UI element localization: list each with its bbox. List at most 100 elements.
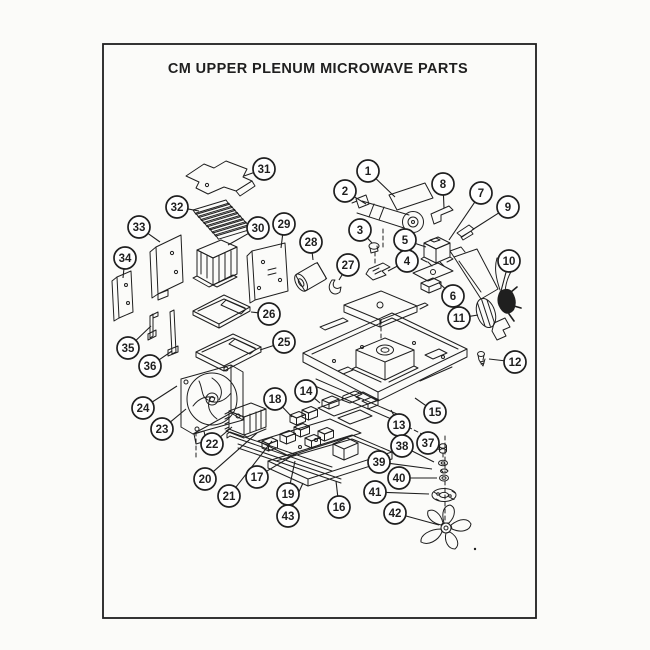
callout-8: 8 bbox=[431, 172, 455, 196]
svg-text:23: 23 bbox=[156, 424, 169, 436]
callout-32: 32 bbox=[165, 195, 189, 219]
part-29-side-panel bbox=[246, 242, 289, 304]
leader-line-17 bbox=[266, 452, 298, 472]
callout-20: 20 bbox=[193, 467, 217, 491]
leader-line-4 bbox=[387, 265, 398, 272]
svg-text:25: 25 bbox=[278, 337, 291, 349]
svg-text:40: 40 bbox=[393, 473, 406, 485]
leader-line-30 bbox=[227, 232, 249, 246]
callout-42: 42 bbox=[383, 501, 407, 525]
callout-41: 41 bbox=[363, 480, 387, 504]
callout-43: 43 bbox=[276, 504, 300, 528]
svg-text:26: 26 bbox=[263, 309, 276, 321]
svg-text:2: 2 bbox=[342, 186, 348, 198]
svg-text:19: 19 bbox=[282, 489, 295, 501]
callout-29: 29 bbox=[272, 212, 296, 236]
svg-text:22: 22 bbox=[206, 439, 219, 451]
leader-line-1 bbox=[375, 178, 396, 198]
part-34-side-panel bbox=[111, 270, 134, 322]
part-23-24-fan-assembly bbox=[180, 364, 244, 445]
callout-4: 4 bbox=[395, 249, 419, 273]
leader-line-20 bbox=[212, 432, 258, 473]
part-35-36-brackets bbox=[147, 309, 179, 357]
svg-text:33: 33 bbox=[133, 222, 146, 234]
svg-text:10: 10 bbox=[503, 256, 516, 268]
leader-lines bbox=[122, 172, 507, 526]
leader-line-36 bbox=[158, 350, 173, 361]
part-37-42-fan-hardware bbox=[420, 443, 477, 551]
leader-line-19 bbox=[289, 460, 296, 484]
svg-text:31: 31 bbox=[258, 164, 271, 176]
callout-circles: 1234567891011121314151617181920212223242… bbox=[113, 157, 527, 528]
callout-17: 17 bbox=[245, 465, 269, 489]
svg-text:34: 34 bbox=[119, 253, 132, 265]
leader-line-29 bbox=[280, 234, 284, 249]
leader-line-10 bbox=[500, 271, 507, 292]
leader-line-39 bbox=[389, 462, 433, 470]
leader-line-28 bbox=[311, 252, 314, 261]
leader-line-6 bbox=[438, 282, 446, 289]
callout-10: 10 bbox=[497, 249, 521, 273]
part-12-screw bbox=[477, 351, 486, 367]
leader-line-9 bbox=[471, 212, 500, 231]
leader-line-41 bbox=[385, 491, 430, 495]
callout-40: 40 bbox=[387, 466, 411, 490]
svg-text:18: 18 bbox=[269, 394, 282, 406]
part-27-hook bbox=[328, 279, 342, 295]
callout-38: 38 bbox=[390, 434, 414, 458]
part-28-capacitor bbox=[294, 261, 328, 292]
page-title: CM UPPER PLENUM MICROWAVE PARTS bbox=[168, 61, 468, 77]
leader-line-27 bbox=[338, 274, 343, 281]
callout-25: 25 bbox=[272, 330, 296, 354]
leader-line-16 bbox=[335, 480, 339, 497]
callout-26: 26 bbox=[257, 302, 281, 326]
leader-line-5 bbox=[415, 242, 427, 248]
leader-line-42 bbox=[405, 515, 440, 526]
part-33-side-panel bbox=[149, 234, 184, 301]
leader-line-31 bbox=[243, 172, 254, 177]
part-13-15-base-chassis bbox=[302, 290, 468, 402]
leader-line-15 bbox=[414, 397, 427, 407]
callout-27: 27 bbox=[336, 253, 360, 277]
leader-line-33 bbox=[147, 232, 161, 243]
callout-22: 22 bbox=[200, 432, 224, 456]
callout-2: 2 bbox=[333, 179, 357, 203]
leader-line-8 bbox=[442, 194, 445, 209]
callout-6: 6 bbox=[441, 284, 465, 308]
svg-text:39: 39 bbox=[373, 457, 386, 469]
svg-text:30: 30 bbox=[252, 223, 265, 235]
callout-36: 36 bbox=[138, 354, 162, 378]
leader-line-24 bbox=[151, 385, 178, 403]
part-5-7-switch bbox=[420, 236, 454, 267]
part-1-cover-panel bbox=[388, 182, 434, 211]
leader-line-13 bbox=[390, 409, 395, 416]
svg-text:4: 4 bbox=[404, 256, 411, 268]
callout-19: 19 bbox=[276, 482, 300, 506]
svg-text:41: 41 bbox=[369, 487, 382, 499]
leader-line-7 bbox=[448, 201, 476, 241]
svg-text:27: 27 bbox=[342, 260, 355, 272]
part-14-latch-assembly bbox=[307, 378, 405, 425]
leader-line-11 bbox=[469, 314, 479, 317]
leader-line-12 bbox=[488, 358, 505, 362]
page-border bbox=[102, 43, 537, 619]
callout-24: 24 bbox=[131, 396, 155, 420]
svg-text:6: 6 bbox=[450, 291, 456, 303]
callout-7: 7 bbox=[469, 181, 493, 205]
svg-text:16: 16 bbox=[333, 502, 346, 514]
svg-text:29: 29 bbox=[278, 219, 291, 231]
callout-30: 30 bbox=[246, 216, 270, 240]
leader-line-14 bbox=[313, 397, 321, 404]
leader-line-3 bbox=[367, 237, 373, 244]
callout-37: 37 bbox=[416, 431, 440, 455]
callout-13: 13 bbox=[387, 413, 411, 437]
leader-line-34 bbox=[122, 268, 125, 279]
part-3-cap bbox=[368, 242, 380, 254]
callout-28: 28 bbox=[299, 230, 323, 254]
part-16-21-board-assembly bbox=[226, 406, 393, 487]
part-32-vent-fins bbox=[192, 199, 252, 240]
part-31-air-guide bbox=[185, 160, 256, 197]
callout-3: 3 bbox=[348, 218, 372, 242]
